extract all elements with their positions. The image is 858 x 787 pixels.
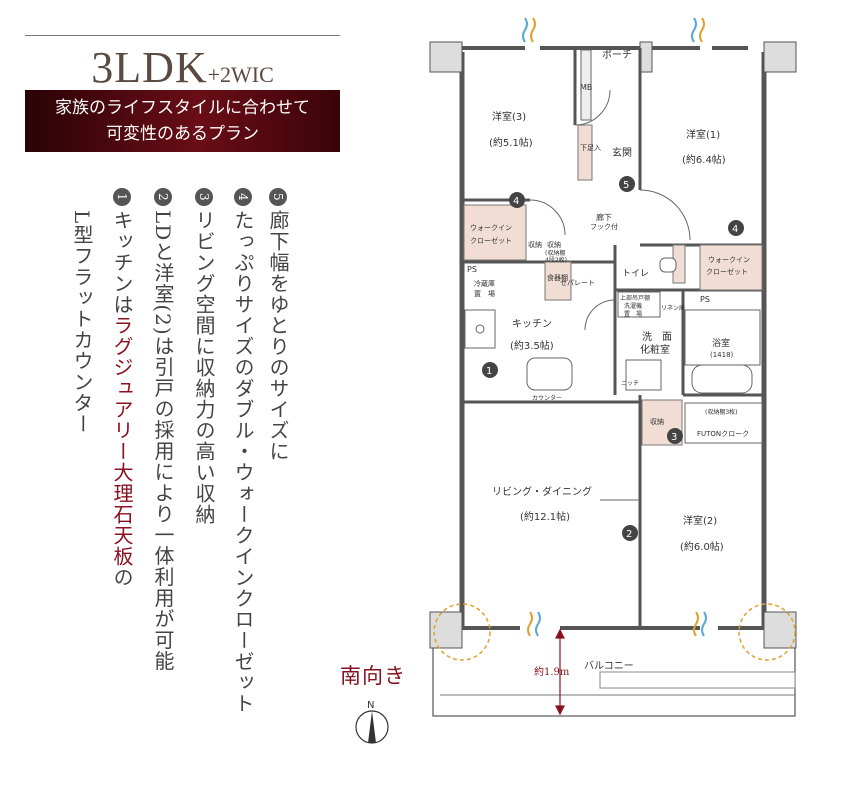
- plan-type: 3LDK: [91, 43, 208, 92]
- ps-label-left: PS: [467, 265, 477, 274]
- fridge-label-1: 冷蔵庫: [474, 279, 495, 288]
- living-name: リビング・ダイニング: [492, 485, 592, 498]
- marker-1: 1: [486, 366, 492, 377]
- room2-name: 洋室(2): [683, 514, 717, 527]
- feature-1: 1 キッチンはラグジュアリー大理石天板の: [110, 188, 134, 588]
- washroom-line-2: 化粧室: [640, 343, 670, 356]
- hook-label: フック付: [590, 222, 618, 231]
- marker-4-left: 4: [513, 196, 519, 207]
- kitchen-size: (約3.5帖): [510, 339, 554, 352]
- room3-name: 洋室(3): [492, 110, 526, 123]
- wic-right-line-2: クローゼット: [706, 267, 748, 276]
- shoebox-label: 下足入: [580, 144, 601, 152]
- banner-line-1: 家族のライフスタイルに合わせて: [55, 98, 310, 118]
- cabinet-label: 食器棚: [547, 273, 568, 282]
- door-swings: [529, 89, 691, 501]
- south-facing-label: 南向き: [340, 664, 406, 688]
- feature-5-text: 廊下幅をゆとりのサイズに: [266, 210, 290, 462]
- feature-4-text: たっぷりサイズのダブル・ウォークインクローゼット: [231, 210, 255, 714]
- storage-fills: [463, 124, 763, 446]
- futon-shelf-label: (収納棚3枚): [705, 408, 738, 416]
- room3-size: (約5.1帖): [489, 136, 533, 149]
- toilet-label: トイレ: [622, 269, 649, 279]
- bath-size: (1418): [710, 351, 734, 359]
- feature-3-badge: 3: [195, 188, 213, 206]
- porch-label: ポーチ: [602, 49, 632, 61]
- bath-name: 浴室: [712, 337, 730, 349]
- feature-markers: 4 5 4 1 3 2: [482, 176, 744, 541]
- balcony-dimension-arrow: [555, 628, 565, 716]
- feature-1-continued: L型フラットカウンター: [70, 210, 94, 435]
- feature-2: 2LDと洋室(2)は引戸の採用により一体利用が可能: [151, 188, 175, 672]
- column-highlight-left: [433, 603, 491, 661]
- marker-4-right: 4: [732, 224, 738, 235]
- banner-line-2: 可変性のあるプラン: [106, 124, 259, 144]
- fridge-label-2: 置 場: [474, 289, 495, 298]
- structural-columns: [429, 41, 797, 649]
- kitchen-name: キッチン: [512, 318, 552, 330]
- title-rule: [25, 35, 340, 36]
- separate-label: セパレート: [560, 279, 595, 287]
- storage-label: 収納: [528, 240, 542, 249]
- linen-label: リネン庫: [661, 304, 685, 312]
- washer-label-1: 洗濯機: [624, 302, 642, 310]
- futon-closet-label: FUTONクローク: [697, 430, 749, 438]
- washroom-line-1: 洗 面: [642, 331, 672, 343]
- upper-shelf-label: 上部吊戸棚: [620, 294, 650, 302]
- marker-2: 2: [626, 529, 632, 540]
- feature-4-badge: 4: [234, 188, 252, 206]
- compass-north-label: N: [367, 700, 374, 711]
- storage-shelf-detail-1: (収納棚: [545, 249, 565, 257]
- marker-3: 3: [671, 432, 677, 443]
- feature-1-text-a: キッチンは: [110, 210, 134, 315]
- room1-name: 洋室(1): [686, 128, 720, 141]
- living-size: (約12.1帖): [520, 510, 570, 523]
- column-highlight-right: [738, 603, 796, 661]
- concept-banner: 家族のライフスタイルに合わせて 可変性のあるプラン: [25, 90, 340, 152]
- compass-icon: N: [355, 700, 389, 744]
- plan-type-suffix: +2WIC: [207, 62, 274, 87]
- feature-3-text: リビング空間に収納力の高い収納: [192, 210, 216, 525]
- storage-closet-label: 収納: [650, 417, 664, 426]
- washer-label-2: 置 場: [624, 310, 642, 318]
- balcony-outline: [432, 619, 796, 717]
- feature-1-text-b: の: [110, 567, 134, 588]
- mb-label: MB: [580, 83, 592, 92]
- feature-1-badge: 1: [113, 188, 131, 206]
- feature-3: 3 リビング空間に収納力の高い収納: [192, 188, 216, 525]
- feature-1-text-2: L型フラットカウンター: [70, 210, 94, 435]
- balcony-label: バルコニー: [584, 660, 634, 672]
- feature-2-text: LDと洋室(2)は引戸の採用により一体利用が可能: [151, 210, 175, 672]
- wic-left-line-1: ウォークイン: [470, 224, 512, 232]
- vent-icon: [522, 17, 707, 637]
- room1-size: (約6.4帖): [682, 153, 726, 166]
- storage-shelf-detail-2: 4段2枚): [545, 256, 567, 264]
- feature-1-highlight: ラグジュアリー大理石天板: [110, 315, 134, 567]
- storage-shelf-label: 収納: [547, 240, 561, 249]
- wic-left-line-2: クローゼット: [470, 236, 512, 245]
- fixtures: [464, 49, 763, 444]
- entrance-label: 玄関: [612, 146, 632, 159]
- feature-2-badge: 2: [154, 188, 172, 206]
- room2-size: (約6.0帖): [680, 540, 724, 553]
- niche-label: ニッチ: [621, 380, 639, 387]
- counter-label: カウンター: [532, 394, 562, 402]
- balcony-depth-label: 約1.9m: [534, 665, 570, 678]
- wic-right-line-1: ウォークイン: [708, 256, 750, 264]
- marker-5: 5: [623, 180, 629, 191]
- feature-5: 5 廊下幅をゆとりのサイズに: [266, 188, 290, 462]
- ps-label-right: PS: [700, 295, 710, 304]
- corridor-label: 廊下: [596, 212, 612, 222]
- feature-5-badge: 5: [269, 188, 287, 206]
- plan-title: 3LDK+2WIC: [25, 42, 340, 93]
- feature-4: 4 たっぷりサイズのダブル・ウォークインクローゼット: [231, 188, 255, 714]
